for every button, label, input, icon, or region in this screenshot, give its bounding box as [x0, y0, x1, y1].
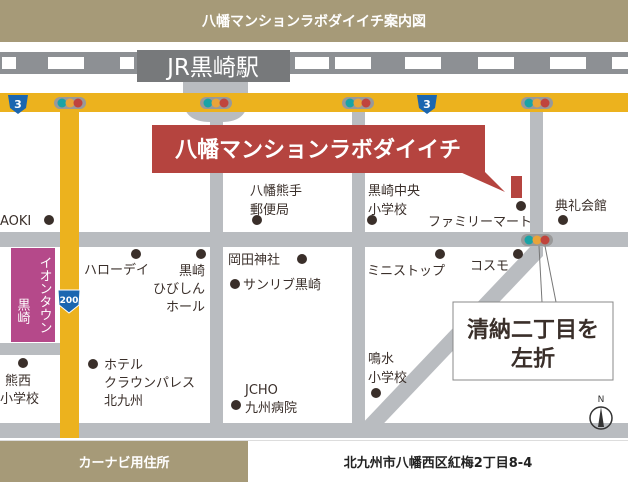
landmark-dot — [18, 358, 28, 368]
landmark-dot — [513, 249, 523, 259]
landmark-label: 小学校 — [368, 202, 407, 218]
route-200-road — [60, 105, 79, 438]
landmark-label: 小学校 — [0, 391, 39, 407]
north-arrow-icon: N — [589, 395, 613, 430]
svg-text:JR黒崎駅: JR黒崎駅 — [165, 55, 259, 81]
roads — [0, 105, 628, 438]
traffic-light-icon — [200, 97, 232, 109]
landmark-label: 岡田神社 — [228, 252, 280, 268]
route-3-road — [0, 93, 628, 112]
svg-text:200: 200 — [60, 296, 79, 306]
landmark-label: 八幡熊手 — [250, 183, 302, 199]
route-3-shield: 3 — [8, 95, 28, 114]
landmark-label: コスモ — [470, 259, 509, 274]
landmark-label: ホテル — [104, 358, 143, 373]
landmark-dot — [88, 359, 98, 369]
landmark-label: 郵便局 — [250, 203, 289, 218]
car-navi-label: カーナビ用住所 — [0, 441, 248, 482]
turn-callout: 清納二丁目を 左折 — [452, 245, 614, 381]
landmark-label: 鳴水 — [368, 352, 394, 367]
landmark-label: 九州病院 — [245, 401, 297, 416]
landmark-dot — [558, 215, 568, 225]
car-navi-address: 北九州市八幡西区紅梅2丁目8-4 — [248, 441, 628, 482]
access-map: JR黒崎駅 3 3 200 八幡マンションラボダイイチ 八幡熊手 郵便局 黒 — [0, 50, 628, 438]
landmark-label: 黒崎中央 — [368, 184, 420, 199]
svg-text:左折: 左折 — [511, 346, 555, 372]
landmark-label: ホール — [166, 300, 205, 315]
landmark-dot — [516, 201, 526, 211]
destination-banner[interactable]: 八幡マンションラボダイイチ — [152, 125, 505, 192]
landmark-label: 北九州 — [104, 394, 143, 409]
landmark-label: サンリブ黒崎 — [243, 277, 321, 293]
landmark-dot — [44, 215, 54, 225]
landmark-dot — [252, 215, 262, 225]
landmark-label: 典礼会館 — [555, 198, 607, 214]
svg-text:イオンタウン: イオンタウン — [37, 256, 52, 334]
destination-marker[interactable] — [511, 176, 522, 198]
aeon-town-kurosaki[interactable]: イオンタウン 黒崎 — [11, 248, 55, 342]
traffic-light-icon — [521, 97, 553, 109]
route-200-shield: 200 — [57, 289, 81, 314]
landmark-label: ミニストップ — [367, 264, 445, 279]
landmark-label: クラウンパレス — [104, 376, 195, 391]
svg-text:黒崎: 黒崎 — [15, 298, 31, 324]
landmark-label: ハローデイ — [84, 262, 149, 278]
svg-text:清納二丁目を: 清納二丁目を — [467, 317, 599, 343]
map-title: 八幡マンションラボダイイチ案内図 — [0, 0, 628, 42]
landmark-label: JCHO — [244, 383, 278, 398]
landmark-dot — [230, 279, 240, 289]
traffic-light-icon — [54, 97, 86, 109]
svg-text:八幡マンションラボダイイチ: 八幡マンションラボダイイチ — [175, 137, 461, 163]
svg-text:3: 3 — [14, 98, 22, 111]
landmark-dot — [367, 215, 377, 225]
svg-text:3: 3 — [423, 98, 431, 111]
landmark-label: 小学校 — [368, 370, 407, 386]
traffic-light-icon — [342, 97, 374, 109]
route-3-shield: 3 — [417, 95, 437, 114]
landmark-label: ひびしん — [153, 282, 205, 297]
landmark-dot — [297, 254, 307, 264]
landmark-dot — [231, 400, 241, 410]
svg-text:N: N — [598, 395, 605, 405]
landmark-dot — [131, 249, 141, 259]
landmark-dot — [435, 249, 445, 259]
footer: カーナビ用住所 北九州市八幡西区紅梅2丁目8-4 — [0, 440, 628, 482]
landmark-label: AOKI — [0, 214, 31, 229]
landmark-label: 黒崎 — [179, 264, 205, 279]
station-label[interactable]: JR黒崎駅 — [137, 50, 290, 82]
landmark-dot — [196, 249, 206, 259]
landmark-label: ファミリーマート — [428, 215, 532, 230]
landmark-dot — [371, 388, 381, 398]
traffic-light-icon — [521, 234, 553, 246]
railway — [0, 52, 628, 74]
landmark-label: 熊西 — [5, 373, 31, 389]
